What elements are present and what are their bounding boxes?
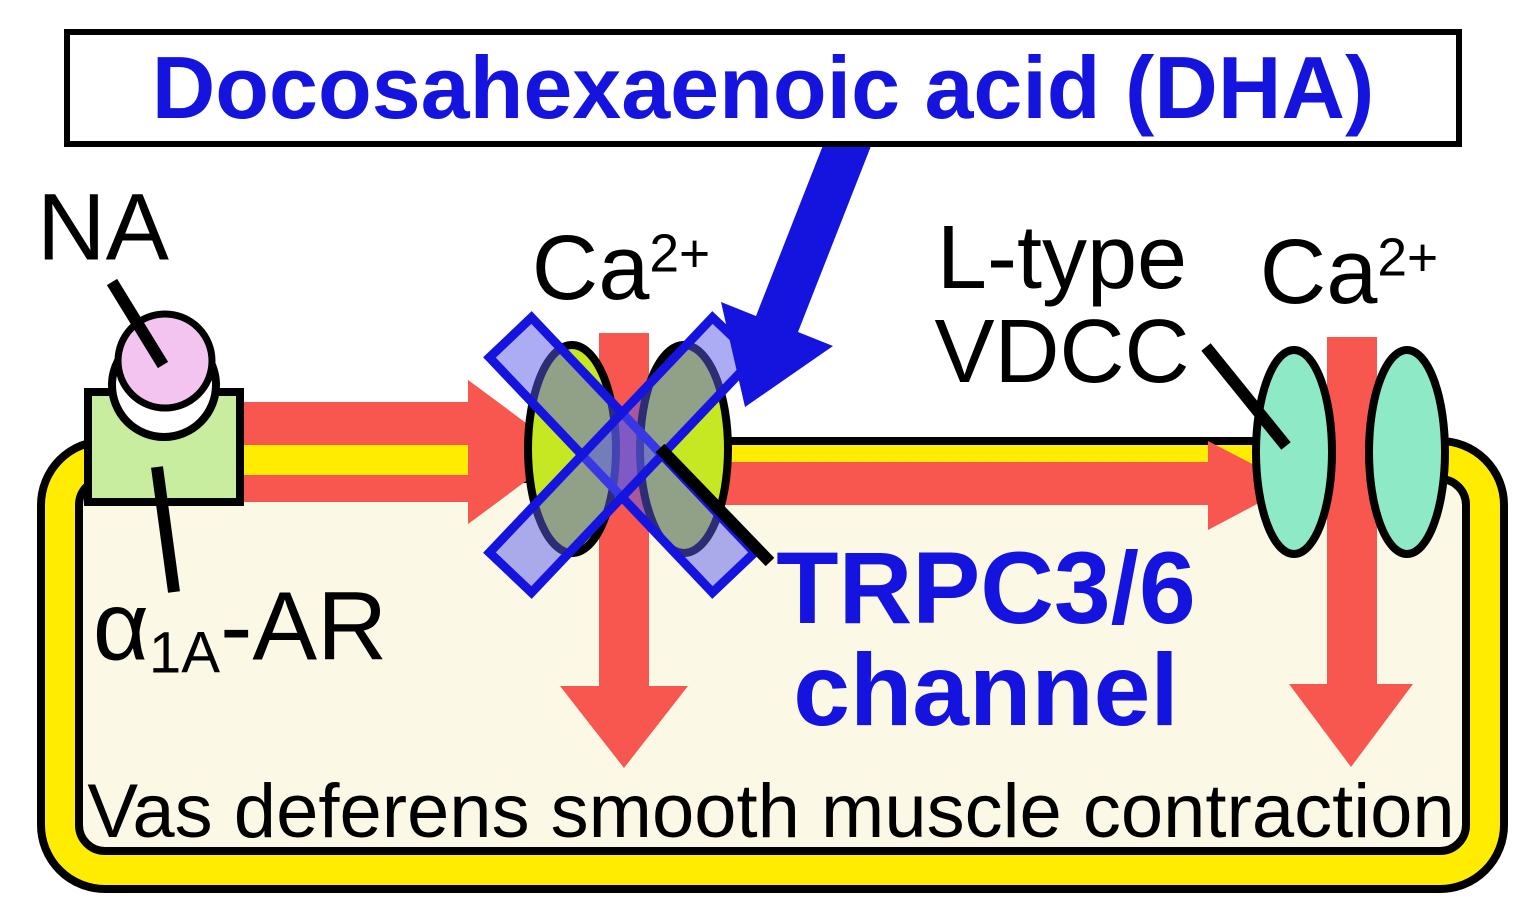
calcium-label-vdcc: Ca2+ xyxy=(1259,221,1439,323)
calcium-influx-arrow-trpc xyxy=(560,333,688,768)
calcium-influx-arrow-vdcc xyxy=(1289,337,1413,767)
signal-arrow-receptor-to-trpc-head xyxy=(468,380,565,524)
vdcc-channel-right-subunit xyxy=(1365,346,1449,558)
contraction-outcome-label: Vas deferens smooth muscle contraction xyxy=(87,769,1455,854)
calcium-charge-superscript: 2+ xyxy=(649,224,711,284)
ltype-vdcc-label-line2: VDCC xyxy=(934,302,1190,402)
calcium-label-trpc: Ca2+ xyxy=(531,217,711,319)
alpha1a-subscript: 1A xyxy=(148,620,221,686)
ltype-vdcc-label-line1: L-type xyxy=(936,208,1188,308)
ltype-vdcc-label: L-type VDCC xyxy=(934,211,1189,399)
trpc-pointer-line xyxy=(655,443,775,567)
vdcc-pointer-line xyxy=(1201,343,1291,450)
trpc-channel-label-line1: TRPC3/6 xyxy=(776,531,1196,645)
trpc-channel-label: TRPC3/6 channel xyxy=(776,537,1195,741)
signal-arrow-trpc-to-vdcc xyxy=(640,441,1293,530)
title-box: Docosahexaenoic acid (DHA) xyxy=(64,29,1462,147)
alpha1a-pointer-line xyxy=(151,466,180,593)
vdcc-channel-left-subunit xyxy=(1252,346,1336,558)
dha-inhibition-arrow xyxy=(721,130,871,407)
cell-membrane-lipid-band xyxy=(45,445,1500,885)
alpha1a-receptor-label: α1A-AR xyxy=(92,571,388,686)
na-ligand-label: NA xyxy=(37,174,169,281)
trpc-channel-label-line2: channel xyxy=(793,633,1179,747)
diagram-title: Docosahexaenoic acid (DHA) xyxy=(151,38,1375,137)
calcium-charge-superscript: 2+ xyxy=(1377,228,1439,288)
na-pointer-line xyxy=(106,278,169,369)
